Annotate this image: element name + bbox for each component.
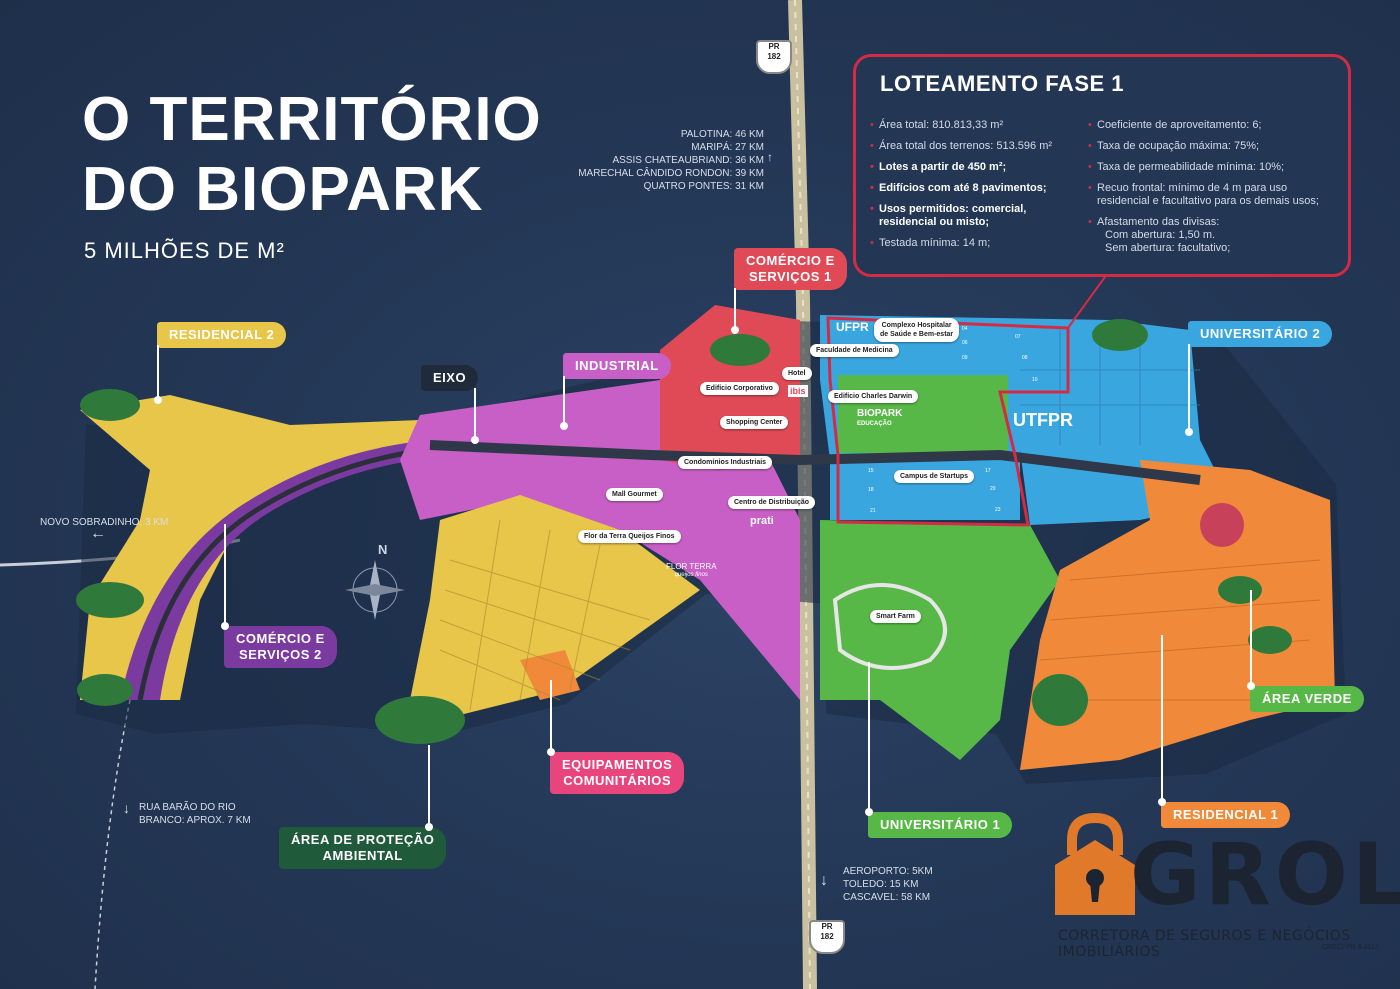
fase-1-outline — [826, 316, 1070, 527]
lot-number: 15 — [868, 468, 874, 474]
eixo-road — [429, 440, 1201, 485]
tag-universitario-1: UNIVERSITÁRIO 1 — [868, 812, 1013, 838]
grola-logo: GROLA — [1130, 825, 1400, 925]
page-title: O TERRITÓRIO DO BIOPARK — [82, 85, 542, 225]
poi-mall-gourmet: Mall Gourmet — [606, 488, 663, 501]
title-line-1: O TERRITÓRIO — [82, 85, 542, 154]
poi-edificio-corporativo: Edifício Corporativo — [700, 382, 779, 395]
tag-residencial-1: RESIDENCIAL 1 — [1161, 802, 1291, 828]
distances-south: AEROPORTO: 5KM TOLEDO: 15 KM CASCAVEL: 5… — [843, 866, 933, 903]
zone-equipamentos — [520, 650, 580, 700]
loteamento-info-box: LOTEAMENTO FASE 1 Área total: 810.813,33… — [853, 54, 1351, 277]
lot-number: 21 — [870, 508, 876, 514]
lot-number: 20 — [990, 486, 996, 492]
roundabout-east — [1200, 503, 1244, 547]
poi-campus-startups: Campus de Startups — [894, 470, 975, 483]
lot-number: 04 — [962, 326, 968, 332]
info-box-heading: LOTEAMENTO FASE 1 — [880, 71, 1125, 96]
zone-comercio-2 — [120, 440, 432, 700]
distance-southwest: RUA BARÃO DO RIO BRANCO: APROX. 7 KM — [139, 802, 251, 826]
ufpr-logo: UFPR — [836, 320, 869, 334]
zone-universitario-1 — [820, 520, 1060, 760]
poi-shopping: Shopping Center — [720, 416, 789, 429]
flor-terra-logo: FLOR TERRA queijos finos — [666, 562, 717, 578]
page-subtitle: 5 MILHÕES DE M² — [84, 238, 285, 263]
lot-number: 08 — [1022, 355, 1028, 361]
poi-smart-farm: Smart Farm — [870, 610, 921, 623]
distances-north: PALOTINA: 46 KM MARIPÁ: 27 KM ASSIS CHAT… — [578, 129, 764, 192]
ibis-logo: ibis — [788, 385, 808, 397]
tag-universitario-2: UNIVERSITÁRIO 2 — [1188, 321, 1333, 347]
lot-number: 06 — [962, 340, 968, 346]
poi-condominios: Condomínios Industriais — [678, 456, 773, 469]
grola-tagline: CORRETORA DE SEGUROS E NEGÓCIOS IMOBILIÁ… — [1058, 928, 1351, 960]
compass-rose — [345, 560, 405, 620]
tag-area-verde: ÁREA VERDE — [1250, 686, 1364, 712]
grola-creci: CRECI-PR 6.411J — [1322, 944, 1379, 951]
poi-edificio-darwin: Edifício Charles Darwin — [828, 390, 919, 403]
biopark-campus — [838, 375, 1008, 453]
tag-eixo: EIXO — [421, 365, 479, 391]
poi-hotel: Hotel — [782, 367, 812, 380]
tag-residencial-2: RESIDENCIAL 2 — [157, 322, 287, 348]
distance-west: NOVO SOBRADINHO: 3 KM — [40, 517, 169, 528]
title-line-2: DO BIOPARK — [82, 155, 484, 224]
zone-universitario-2 — [820, 315, 1200, 520]
info-left-list: Área total: 810.813,33 m² Área total dos… — [870, 119, 1070, 258]
tag-industrial: INDUSTRIAL — [563, 353, 671, 379]
compass-n-label: N — [378, 542, 388, 557]
info-right-list: Coeficiente de aproveitamento: 6; Taxa d… — [1088, 119, 1338, 255]
utfpr-logo: UTFPR — [1013, 410, 1073, 430]
poi-centro-distribuicao: Centro de Distribuição — [728, 496, 816, 509]
lot-number: 23 — [995, 507, 1001, 513]
southwest-road — [94, 699, 131, 989]
biopark-logo: BIOPARK EDUCAÇÃO — [857, 408, 903, 427]
prati-logo: prati — [750, 515, 774, 527]
poi-faculdade-medicina: Faculdade de Medicina — [810, 344, 899, 357]
lot-number: 09 — [962, 355, 968, 361]
zone-residencial-central — [410, 495, 700, 720]
arrow-down-icon: ↓ — [820, 872, 828, 889]
lot-number: 17 — [985, 468, 991, 474]
arrow-left-icon: ← — [90, 525, 106, 542]
lot-number: 18 — [868, 487, 874, 493]
arrow-up-icon: ↑ — [767, 150, 773, 164]
arrow-down-icon: ↓ — [123, 800, 130, 816]
lot-number: 07 — [1015, 334, 1021, 340]
padlock-house-icon — [1055, 812, 1135, 915]
poi-flor-da-terra: Flor da Terra Queijos Finos — [578, 530, 681, 543]
lot-number: 10 — [1032, 377, 1038, 383]
